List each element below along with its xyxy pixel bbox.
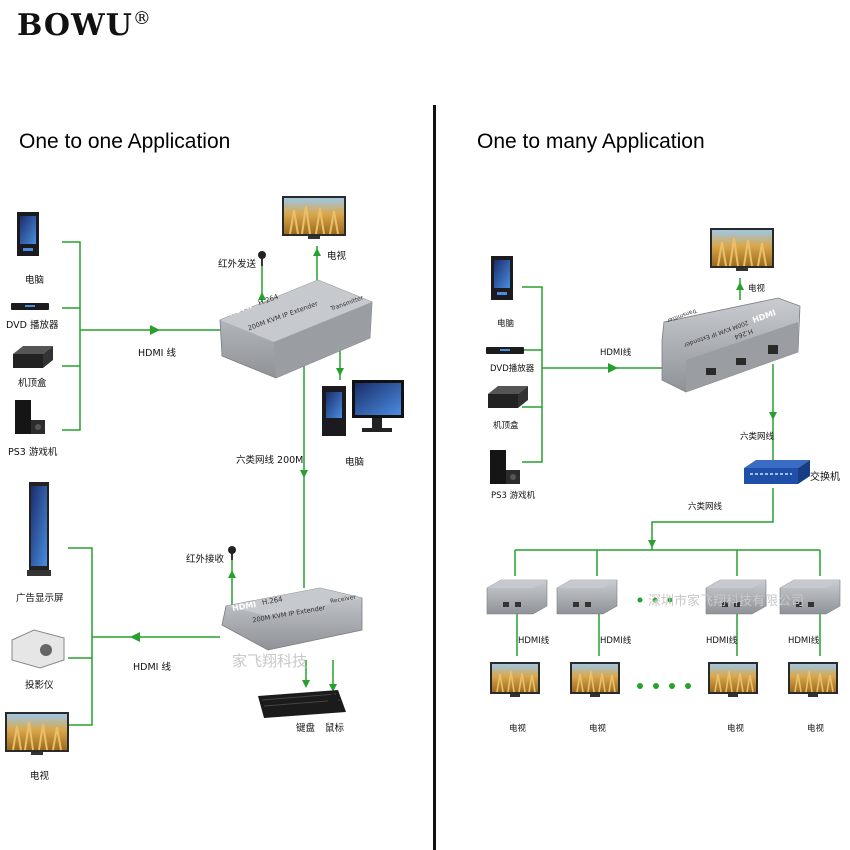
registered-mark: ® — [132, 8, 152, 29]
set-top-box-icon — [13, 346, 53, 368]
keyboard-icon — [258, 690, 346, 718]
network-switch-icon — [744, 460, 810, 484]
label-hdmi-1: HDMI线 — [518, 636, 550, 646]
label-stb: 机顶盒 — [18, 378, 47, 389]
ir-receiver-icon — [228, 546, 236, 560]
dvd-player-icon — [486, 347, 524, 354]
label-pc2: 电脑 — [345, 457, 365, 468]
label-hdmi-2: HDMI线 — [600, 636, 632, 646]
tv-icon — [281, 195, 347, 240]
right-transmitter-device — [661, 297, 801, 393]
label-tv-3: 电视 — [727, 724, 745, 734]
label-tv-4: 电视 — [807, 724, 825, 734]
label-ps3: PS3 游戏机 — [8, 447, 58, 458]
label-hdmi-out: HDMI 线 — [133, 662, 171, 673]
tv-icon — [787, 661, 839, 698]
label-ir-tx: 红外发送 — [218, 259, 257, 270]
label-ps3-r: PS3 游戏机 — [491, 491, 536, 501]
projector-icon — [11, 629, 65, 669]
computer-icon — [17, 212, 39, 256]
left-transmitter-device — [219, 279, 373, 379]
label-tv-1: 电视 — [509, 724, 527, 734]
left-receiver-device — [221, 587, 363, 651]
label-stb-r: 机顶盒 — [493, 421, 519, 431]
brand-logo: BOWU® — [17, 8, 152, 43]
ad-display-icon — [27, 482, 51, 576]
tv-icon — [4, 711, 70, 756]
label-projector: 投影仪 — [25, 680, 54, 691]
ellipsis-dots — [637, 597, 691, 689]
left-watermark: 家飞翔科技 — [232, 652, 308, 670]
tv-icon — [489, 661, 541, 698]
ir-emitter-icon — [258, 251, 266, 266]
tv-icon — [707, 661, 759, 698]
ps3-console-icon — [15, 400, 45, 434]
section-divider — [433, 105, 436, 850]
set-top-box-icon — [488, 386, 528, 408]
label-cat6-200m: 六类网线 200M — [236, 455, 304, 466]
label-mouse: 鼠标 — [325, 723, 345, 734]
mouse-icon — [328, 694, 338, 710]
ps3-console-icon — [490, 450, 520, 484]
computer-icon — [491, 256, 513, 300]
tv-icon — [709, 227, 775, 272]
label-cat6-a: 六类网线 — [740, 432, 775, 442]
right-receiver-devices — [486, 579, 841, 615]
right-lines — [514, 278, 821, 656]
right-arrows — [608, 282, 777, 548]
label-keyboard: 键盘 — [296, 723, 316, 734]
right-watermark: 深圳市家飞翔科技有限公司 — [648, 594, 805, 609]
label-hdmi-3: HDMI线 — [706, 636, 738, 646]
label-hdmi-4: HDMI线 — [788, 636, 820, 646]
brand-name: BOWU — [17, 8, 133, 43]
label-hdmi-in: HDMI 线 — [138, 348, 176, 359]
label-dvd: DVD 播放器 — [6, 320, 59, 331]
label-tv2: 电视 — [30, 771, 50, 782]
label-pc-r: 电脑 — [497, 319, 515, 329]
label-tv-top-r: 电视 — [748, 284, 766, 294]
left-arrows — [130, 248, 344, 692]
label-cat6-b: 六类网线 — [688, 502, 723, 512]
label-dvd-r: DVD播放器 — [490, 364, 535, 374]
label-pc: 电脑 — [25, 275, 45, 286]
label-tv-2: 电视 — [589, 724, 607, 734]
label-hdmi-in-r: HDMI线 — [600, 348, 632, 358]
right-section-title: One to many Application — [477, 130, 705, 153]
tv-icon — [569, 661, 621, 698]
label-switch: 交换机 — [810, 472, 840, 483]
label-tv: 电视 — [327, 251, 347, 262]
desktop-computer-icon — [322, 380, 404, 436]
label-ir-rx: 红外接收 — [186, 554, 225, 565]
label-ad-display: 广告显示屏 — [16, 593, 64, 604]
left-section-title: One to one Application — [19, 130, 231, 153]
dvd-player-icon — [11, 303, 49, 310]
